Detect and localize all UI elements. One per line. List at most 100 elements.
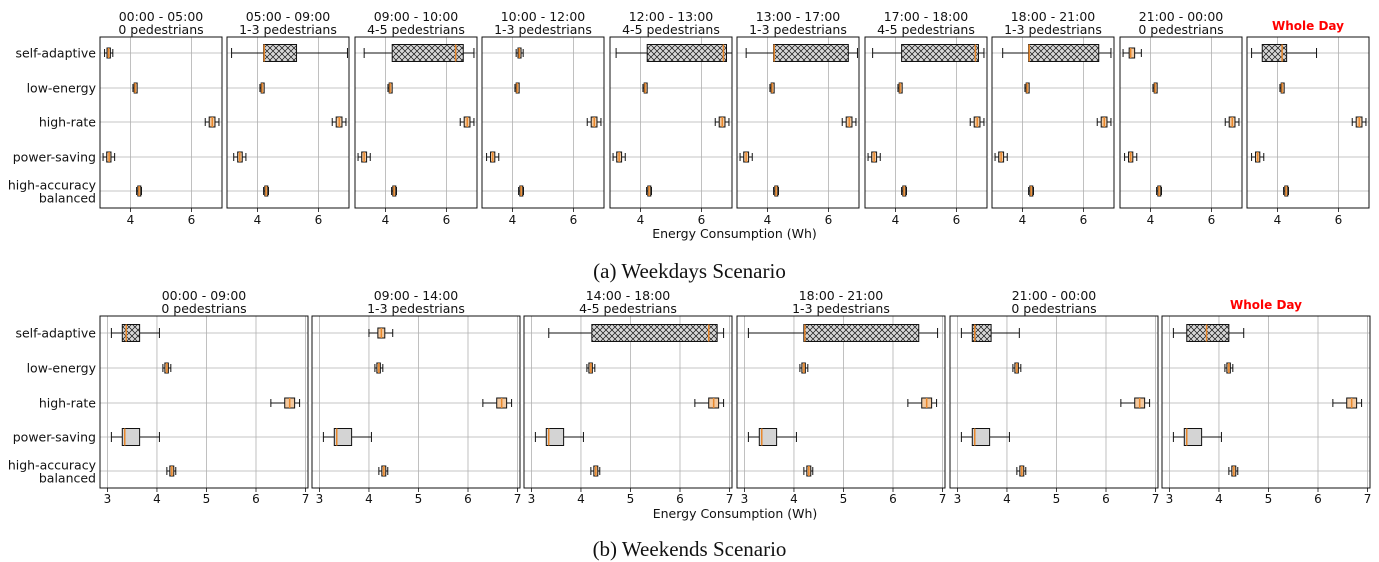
box-plot (1002, 44, 1112, 62)
box-plot (1096, 116, 1112, 128)
tick-label: 6 (676, 492, 684, 506)
box-plot (515, 47, 524, 59)
panel-subtitle: 1-3 pedestrians (239, 22, 337, 37)
box (1128, 47, 1136, 59)
box-plot (1028, 185, 1034, 197)
box-plot (162, 362, 172, 374)
category-label: high-rate (39, 396, 96, 411)
box-plot (259, 82, 265, 94)
tick-label: 4 (254, 213, 262, 227)
box-plot (646, 185, 652, 197)
box-plot (378, 465, 389, 477)
box (773, 44, 849, 62)
panel-title: 21:00 - 00:00 (1012, 288, 1097, 303)
box-plot (1012, 362, 1022, 374)
tick-label: 7 (1364, 492, 1372, 506)
box-plot (132, 82, 138, 94)
box (1261, 44, 1288, 62)
tick-label: 6 (953, 213, 961, 227)
tick-label: 3 (528, 492, 536, 506)
box-plot (357, 151, 371, 163)
box-plot (374, 362, 384, 374)
panel-frame (311, 315, 521, 489)
tick-label: 5 (415, 492, 423, 506)
box (901, 44, 979, 62)
box-plot (1024, 82, 1030, 94)
box (121, 428, 141, 446)
tick-label: 6 (1314, 492, 1322, 506)
box-plot (747, 428, 797, 446)
box-plot (586, 116, 602, 128)
box-plot (994, 151, 1008, 163)
tick-label: 4 (509, 213, 517, 227)
panel-subtitle: 1-3 pedestrians (1004, 22, 1102, 37)
box-plot (769, 82, 775, 94)
box-plot (1224, 116, 1240, 128)
tick-label: 4 (790, 492, 798, 506)
tick-label: 4 (382, 213, 390, 227)
panel-subtitle: 1-3 pedestrians (367, 301, 465, 316)
category-label: low-energy (27, 81, 97, 96)
tick-label: 5 (1265, 492, 1273, 506)
tick-label: 4 (764, 213, 772, 227)
box-plot (1124, 151, 1138, 163)
panel-title: 05:00 - 09:00 (246, 9, 331, 24)
box-plot (363, 44, 475, 62)
panel-title: 21:00 - 00:00 (1139, 9, 1224, 24)
category-label: high-rate (39, 115, 96, 130)
box (333, 428, 353, 446)
box-plot (387, 82, 393, 94)
category-label: low-energy (27, 361, 97, 376)
category-label: balanced (39, 191, 96, 206)
box-plot (969, 116, 985, 128)
panel-title: 13:00 - 17:00 (756, 9, 841, 24)
tick-label: 7 (302, 492, 310, 506)
box-plot (1351, 116, 1367, 128)
panel-frame (523, 315, 733, 489)
panel-title: 10:00 - 12:00 (501, 9, 586, 24)
tick-label: 3 (1166, 492, 1174, 506)
tick-label: 5 (1053, 492, 1061, 506)
box (646, 44, 728, 62)
box-plot (960, 324, 1020, 342)
box (971, 428, 991, 446)
panel-title: 09:00 - 14:00 (374, 288, 459, 303)
box (971, 324, 992, 342)
box-plot (1283, 185, 1289, 197)
box (263, 44, 298, 62)
box-plot (110, 428, 160, 446)
box-plot (231, 44, 348, 62)
box (591, 324, 718, 342)
box-plot (263, 185, 269, 197)
category-label: high-accuracy (8, 458, 97, 473)
box-plot (534, 428, 584, 446)
box-plot (102, 151, 116, 163)
tick-label: 7 (514, 492, 522, 506)
box-plot (1279, 82, 1285, 94)
panel-title: 09:00 - 10:00 (374, 9, 459, 24)
weekdays-chart: self-adaptivelow-energyhigh-ratepower-sa… (8, 9, 1370, 241)
category-label: high-accuracy (8, 178, 97, 193)
box-plot (901, 185, 907, 197)
tick-label: 4 (1019, 213, 1027, 227)
panel-frame (991, 36, 1115, 209)
tick-label: 4 (892, 213, 900, 227)
panel-title: 18:00 - 21:00 (799, 288, 884, 303)
tick-label: 5 (627, 492, 635, 506)
box (1028, 44, 1100, 62)
panel-subtitle: 4-5 pedestrians (877, 22, 975, 37)
panel-title: 12:00 - 13:00 (629, 9, 714, 24)
tick-label: 3 (316, 492, 324, 506)
tick-label: 6 (570, 213, 578, 227)
panel-subtitle: 1-3 pedestrians (749, 22, 847, 37)
x-axis-label: Energy Consumption (Wh) (652, 226, 817, 241)
box-plot (331, 116, 347, 128)
tick-label: 4 (1147, 213, 1155, 227)
